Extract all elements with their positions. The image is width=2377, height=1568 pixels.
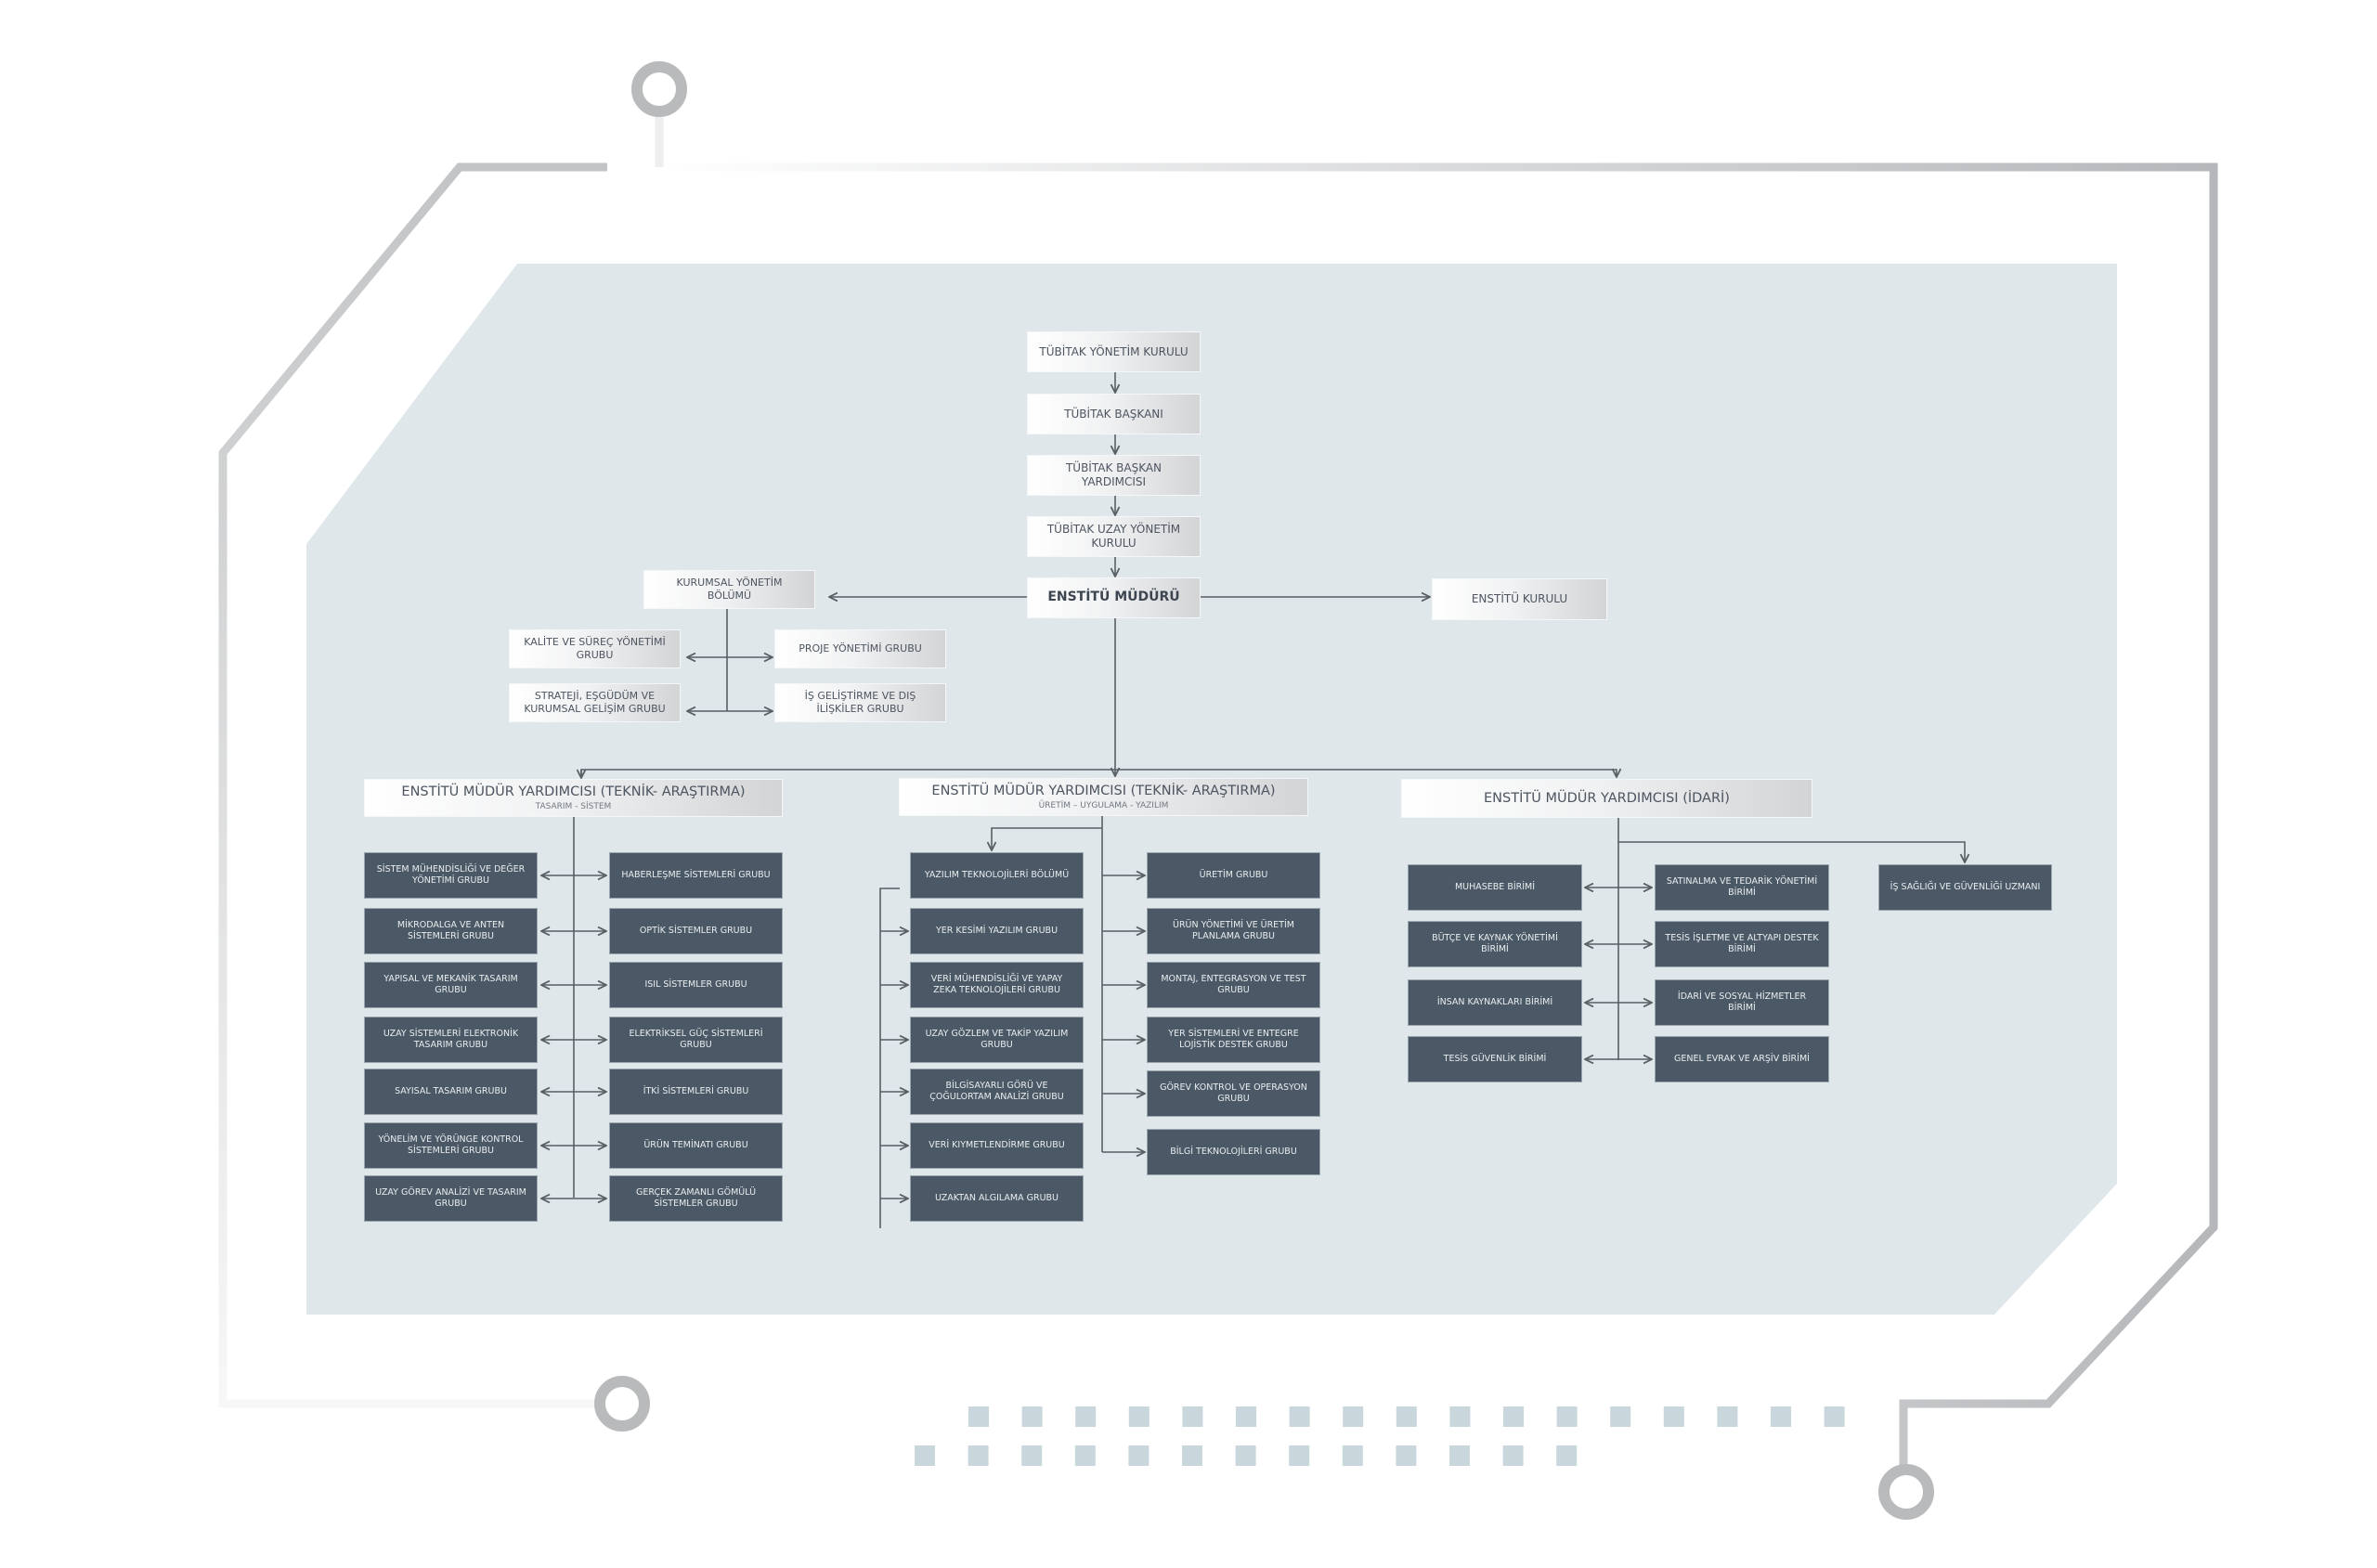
group-box: HABERLEŞME SİSTEMLERİ GRUBU <box>610 853 782 898</box>
circuit-line-left <box>218 162 607 1408</box>
decorative-square <box>1342 1445 1363 1466</box>
deputy-director-box: ENSTİTÜ MÜDÜR YARDIMCISI (İDARİ) <box>1402 780 1812 817</box>
decorative-square <box>1771 1406 1791 1427</box>
decorative-squares <box>915 1406 1845 1466</box>
decorative-square <box>1235 1445 1256 1466</box>
corporate-group-box: KALİTE VE SÜREÇ YÖNETİMİ GRUBU <box>510 630 680 667</box>
decorative-square <box>1610 1406 1631 1427</box>
deputy-director-box: ENSTİTÜ MÜDÜR YARDIMCISI (TEKNİK- ARAŞTI… <box>900 779 1307 815</box>
deputy-title: ENSTİTÜ MÜDÜR YARDIMCISI (TEKNİK- ARAŞTI… <box>931 783 1276 798</box>
corporate-group-box: İŞ GELİŞTİRME VE DIŞ İLİŞKİLER GRUBU <box>775 684 945 721</box>
decorative-square <box>1449 1406 1471 1427</box>
decorative-square <box>1663 1406 1684 1427</box>
group-box: SİSTEM MÜHENDİSLİĞİ VE DEĞER YÖNETİMİ GR… <box>365 853 537 898</box>
group-box: ELEKTRİKSEL GÜÇ SİSTEMLERİ GRUBU <box>610 1017 782 1062</box>
hierarchy-box-4: TÜBİTAK UZAY YÖNETİM KURULU <box>1028 517 1200 556</box>
group-box: YAPISAL VE MEKANİK TASARIM GRUBU <box>365 963 537 1007</box>
unit-box: BÜTÇE VE KAYNAK YÖNETİMİ BİRİMİ <box>1409 922 1581 966</box>
director-box: ENSTİTÜ MÜDÜRÜ <box>1028 578 1200 617</box>
group-box: VERİ KIYMETLENDİRME GRUBU <box>911 1123 1083 1168</box>
hierarchy-box-1: TÜBİTAK YÖNETİM KURULU <box>1028 332 1200 371</box>
corporate-group-box: STRATEJİ, EŞGÜDÜM VE KURUMSAL GELİŞİM GR… <box>510 684 680 721</box>
group-box: YÖNELİM VE YÖRÜNGE KONTROL SİSTEMLERİ GR… <box>365 1123 537 1168</box>
decorative-square <box>968 1406 989 1427</box>
unit-box: GENEL EVRAK VE ARŞİV BİRİMİ <box>1656 1037 1828 1082</box>
hierarchy-box-2: TÜBİTAK BAŞKANI <box>1028 395 1200 434</box>
group-box: ÜRÜN TEMİNATI GRUBU <box>610 1123 782 1168</box>
group-box: UZAY GÖREV ANALİZİ VE TASARIM GRUBU <box>365 1176 537 1221</box>
group-box: İTKİ SİSTEMLERİ GRUBU <box>610 1069 782 1114</box>
decorative-square <box>1075 1406 1097 1427</box>
unit-box: İNSAN KAYNAKLARI BİRİMİ <box>1409 980 1581 1025</box>
decorative-square <box>1343 1406 1364 1427</box>
circuit-node-icon <box>594 1376 650 1432</box>
decorative-square <box>1824 1406 1845 1427</box>
decorative-square <box>1182 1445 1202 1466</box>
group-box: YER KESİMİ YAZILIM GRUBU <box>911 909 1083 953</box>
decorative-square <box>1556 1406 1578 1427</box>
decorative-square <box>1074 1445 1096 1466</box>
group-box: BİLGİ TEKNOLOJİLERİ GRUBU <box>1148 1130 1319 1174</box>
group-box: GÖREV KONTROL VE OPERASYON GRUBU <box>1148 1071 1319 1116</box>
unit-box: MUHASEBE BİRİMİ <box>1409 865 1581 910</box>
specialist-box: İŞ SAĞLIĞI VE GÜVENLİĞİ UZMANI <box>1879 865 2051 910</box>
decorative-square <box>968 1445 989 1466</box>
deputy-title: ENSTİTÜ MÜDÜR YARDIMCISI (İDARİ) <box>1484 790 1730 806</box>
decorative-square <box>1289 1445 1310 1466</box>
deputy-subtitle: TASARIM - SİSTEM <box>535 801 612 811</box>
group-box: MONTAJ, ENTEGRASYON VE TEST GRUBU <box>1148 963 1319 1007</box>
hierarchy-box-3: TÜBİTAK BAŞKAN YARDIMCISI <box>1028 456 1200 495</box>
group-box: BİLGİSAYARLI GÖRÜ VE ÇOĞULORTAM ANALİZİ … <box>911 1069 1083 1114</box>
decorative-square <box>1449 1445 1470 1466</box>
decorative-square <box>1556 1445 1578 1466</box>
decorative-square <box>1021 1406 1043 1427</box>
group-box: YER SİSTEMLERİ VE ENTEGRE LOJİSTİK DESTE… <box>1148 1017 1319 1062</box>
decorative-square <box>1717 1406 1738 1427</box>
deputy-subtitle: ÜRETİM – UYGULAMA - YAZILIM <box>1038 800 1169 810</box>
circuit-line-top-right <box>650 162 2218 1484</box>
unit-box: İDARİ VE SOSYAL HİZMETLER BİRİMİ <box>1656 980 1828 1025</box>
council-box: ENSTİTÜ KURULU <box>1433 579 1606 619</box>
deputy-director-box: ENSTİTÜ MÜDÜR YARDIMCISI (TEKNİK- ARAŞTI… <box>365 780 782 816</box>
decorative-square <box>1021 1445 1043 1466</box>
decorative-square <box>1182 1406 1203 1427</box>
decorative-square <box>1503 1406 1524 1427</box>
group-box: OPTİK SİSTEMLER GRUBU <box>610 909 782 953</box>
decorative-square <box>1128 1445 1150 1466</box>
deputy-title: ENSTİTÜ MÜDÜR YARDIMCISI (TEKNİK- ARAŞTI… <box>401 784 746 799</box>
corporate-group-box: PROJE YÖNETİMİ GRUBU <box>775 630 945 667</box>
decorative-square <box>1502 1445 1524 1466</box>
group-box: GERÇEK ZAMANLI GÖMÜLÜ SİSTEMLER GRUBU <box>610 1176 782 1221</box>
group-box: ÜRETİM GRUBU <box>1148 853 1319 898</box>
decorative-square <box>1289 1406 1310 1427</box>
group-box: MİKRODALGA VE ANTEN SİSTEMLERİ GRUBU <box>365 909 537 953</box>
decorative-square <box>1128 1406 1150 1427</box>
group-box: UZAY SİSTEMLERİ ELEKTRONİK TASARIM GRUBU <box>365 1017 537 1062</box>
decorative-square <box>1396 1445 1417 1466</box>
unit-box: SATINALMA VE TEDARİK YÖNETİMİ BİRİMİ <box>1656 865 1828 910</box>
unit-box: TESİS GÜVENLİK BİRİMİ <box>1409 1037 1581 1082</box>
decorative-square <box>915 1445 935 1466</box>
decorative-square <box>1396 1406 1417 1427</box>
group-box: SAYISAL TASARIM GRUBU <box>365 1069 537 1114</box>
circuit-node-icon <box>1878 1464 1934 1520</box>
unit-box: TESİS İŞLETME VE ALTYAPI DESTEK BİRİMİ <box>1656 922 1828 966</box>
group-box: UZAY GÖZLEM VE TAKİP YAZILIM GRUBU <box>911 1017 1083 1062</box>
decorative-square <box>1236 1406 1256 1427</box>
group-box: VERİ MÜHENDİSLİĞİ VE YAPAY ZEKA TEKNOLOJ… <box>911 963 1083 1007</box>
group-box: YAZILIM TEKNOLOJİLERİ BÖLÜMÜ <box>911 853 1083 898</box>
corporate-management-box: KURUMSAL YÖNETİM BÖLÜMÜ <box>644 571 814 608</box>
group-box: ÜRÜN YÖNETİMİ VE ÜRETİM PLANLAMA GRUBU <box>1148 909 1319 953</box>
group-box: UZAKTAN ALGILAMA GRUBU <box>911 1176 1083 1221</box>
group-box: ISIL SİSTEMLER GRUBU <box>610 963 782 1007</box>
circuit-node-icon <box>631 61 687 117</box>
